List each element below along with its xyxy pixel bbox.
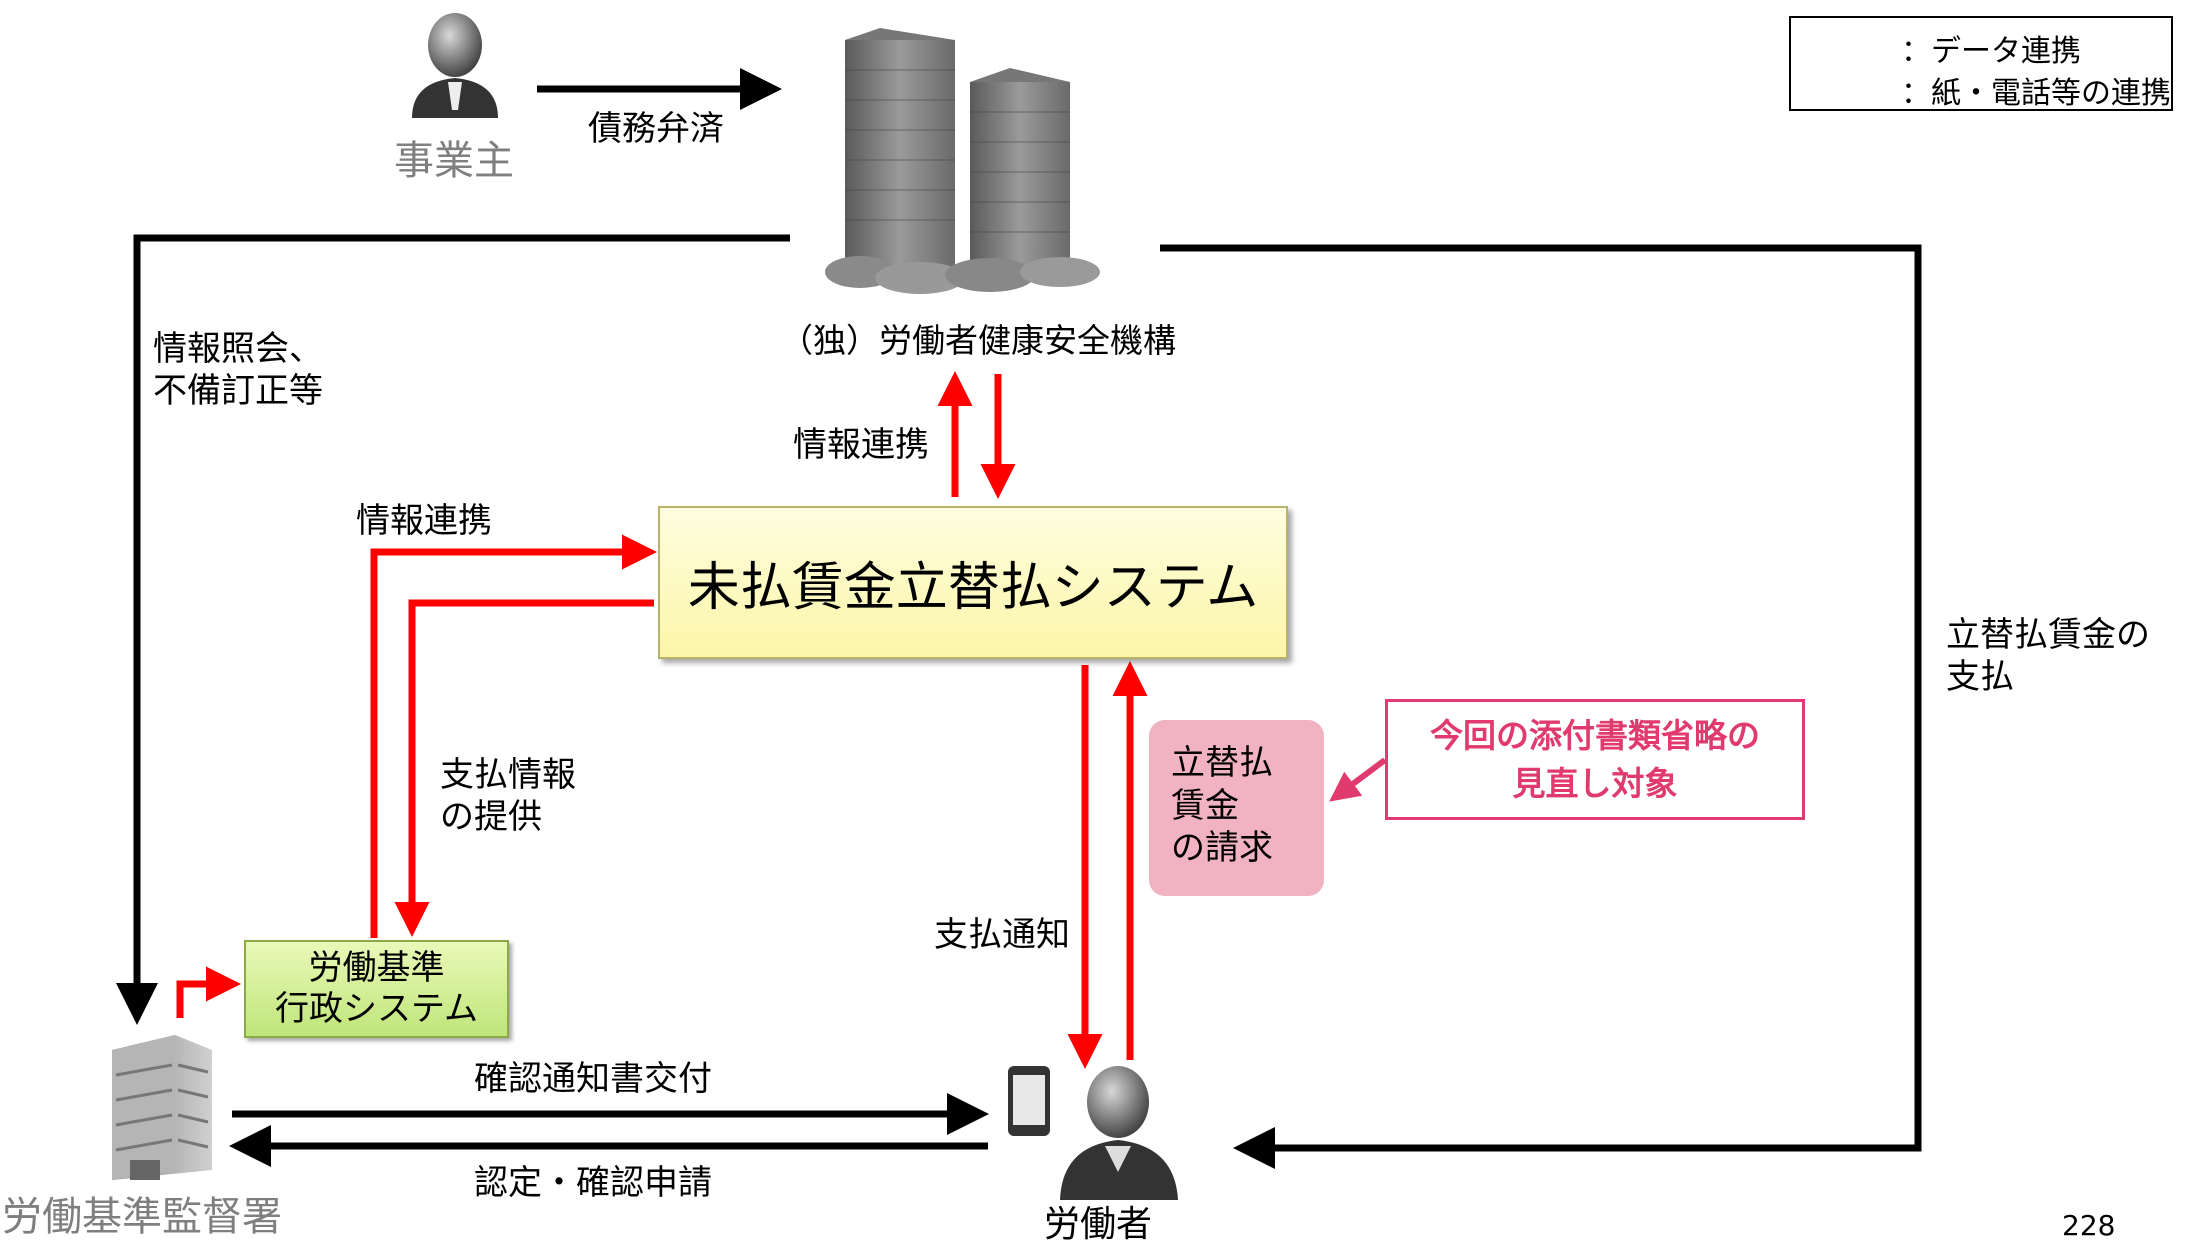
wage-claim-box: 立替払 賃金 の請求: [1149, 720, 1324, 896]
review-note-line2: 見直し対象: [1512, 763, 1678, 803]
info-inquiry-arrow: [116, 234, 790, 1025]
smartphone-icon: [1008, 1066, 1050, 1136]
unpaid-wage-system-box: 未払賃金立替払システム: [658, 506, 1288, 659]
legend-box: ：データ連携 ：紙・電話等の連携: [1789, 16, 2173, 111]
info-link-top-label: 情報連携: [793, 425, 929, 465]
info-inquiry-label-line1: 情報照会、: [153, 329, 323, 369]
advance-payment-arrow: [1160, 244, 1922, 1169]
advance-pay-label-line2: 支払: [1946, 657, 2014, 697]
system-label: 未払賃金立替払システム: [687, 558, 1259, 618]
payment-notice-label: 支払通知: [934, 915, 1070, 955]
labour-office-building-icon: [112, 1035, 212, 1180]
office-to-admin-arrow: [176, 966, 241, 1018]
page-number: 228: [2062, 1209, 2116, 1242]
system-to-admin-arrow: [394, 599, 654, 937]
claim-line3: の請求: [1171, 828, 1273, 868]
legend-paper-label: ：紙・電話等の連携: [1901, 76, 2171, 111]
employer-label: 事業主: [394, 138, 514, 184]
review-target-note: 今回の添付書類省略の 見直し対象: [1385, 699, 1805, 820]
review-pointer-arrow: [1329, 757, 1387, 802]
payment-info-label-line1: 支払情報: [440, 755, 576, 795]
worker-person-icon: [1060, 1066, 1178, 1200]
confirm-notice-label: 確認通知書交付: [474, 1059, 712, 1099]
advance-pay-label-line1: 立替払賃金の: [1946, 615, 2150, 655]
labour-admin-system-box: 労働基準 行政システム: [244, 940, 509, 1038]
labour-office-label: 労働基準監督署: [2, 1194, 282, 1240]
employer-person-icon: [412, 13, 498, 118]
review-note-line1: 今回の添付書類省略の: [1430, 715, 1760, 755]
jeed-label: （独）労働者健康安全機構: [780, 321, 1176, 360]
worker-label: 労働者: [1044, 1204, 1153, 1245]
payment-info-label-line2: の提供: [440, 797, 542, 837]
admin-system-label-line2: 行政システム: [275, 989, 478, 1029]
admin-system-label-line1: 労働基準: [308, 948, 445, 989]
info-link-left-label: 情報連携: [356, 501, 492, 541]
claim-line1: 立替払: [1171, 743, 1273, 783]
jeed-building-icon: [825, 28, 1100, 294]
paper-link-arrows: [116, 68, 1922, 1169]
cert-request-label: 認定・確認申請: [474, 1163, 712, 1203]
debt-repayment-label: 債務弁済: [588, 109, 724, 149]
claim-line2: 賃金: [1171, 785, 1239, 826]
admin-to-system-arrow: [370, 534, 657, 938]
data-link-arrows: [176, 371, 1148, 1069]
legend-data-label: ：データ連携: [1901, 34, 2081, 69]
info-inquiry-label-line2: 不備訂正等: [153, 371, 323, 411]
